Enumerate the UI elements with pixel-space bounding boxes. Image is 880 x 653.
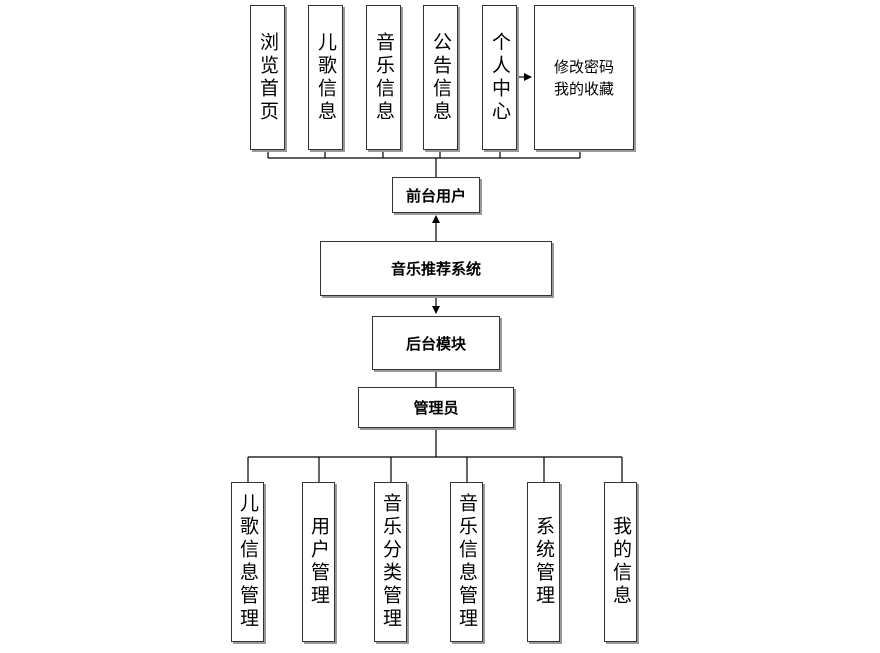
- front-module-music-info: 音乐信息: [366, 5, 401, 150]
- back-module-box: 后台模块: [372, 316, 500, 370]
- front-module-announcements: 公告信息: [423, 5, 458, 150]
- admin-box: 管理员: [358, 387, 514, 428]
- front-module-browse-home: 浏览首页: [250, 5, 285, 150]
- back-module-my-info: 我的信息: [604, 482, 637, 642]
- back-module-music-info-mgmt: 音乐信息管理: [450, 482, 483, 642]
- my-favorites-label: 我的收藏: [553, 79, 614, 98]
- back-module-user-mgmt: 用户管理: [302, 482, 335, 642]
- back-module-children-songs-mgmt: 儿歌信息管理: [231, 482, 264, 642]
- change-password-label: 修改密码: [553, 57, 614, 76]
- front-user-box: 前台用户: [392, 177, 480, 213]
- back-module-system-mgmt: 系统管理: [527, 482, 560, 642]
- system-box: 音乐推荐系统: [320, 241, 552, 296]
- front-module-children-songs: 儿歌信息: [308, 5, 343, 150]
- front-module-personal-center: 个人中心: [482, 5, 517, 150]
- personal-center-sub-box: 修改密码 我的收藏: [534, 5, 634, 150]
- back-module-music-category-mgmt: 音乐分类管理: [374, 482, 407, 642]
